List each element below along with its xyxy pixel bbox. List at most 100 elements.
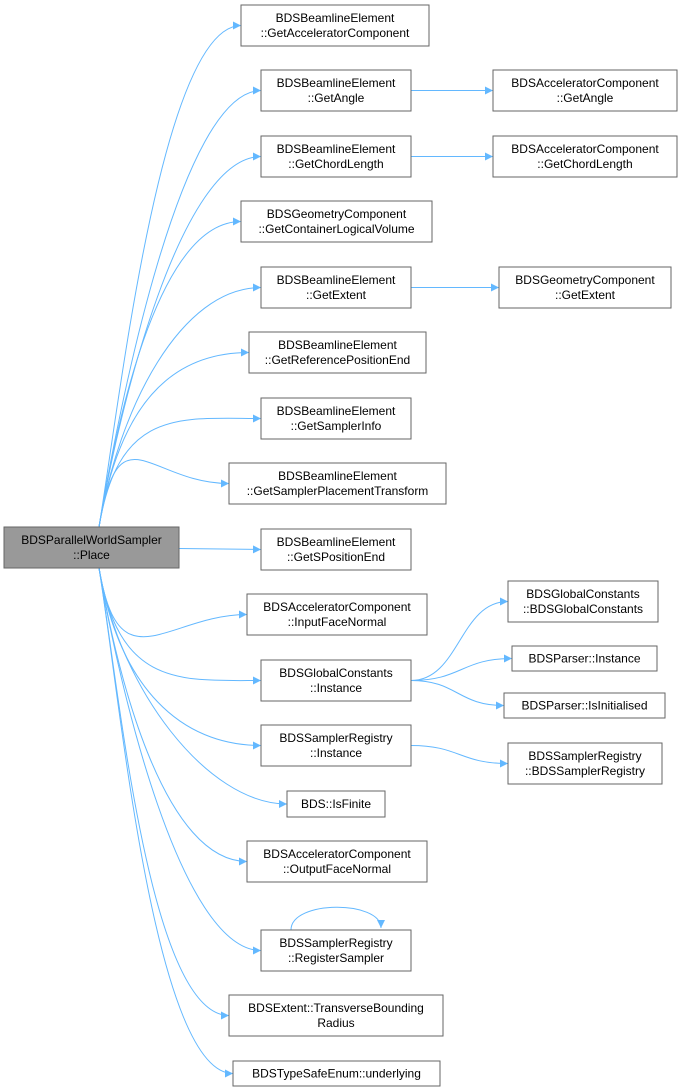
- node-label-line: ::GetExtent: [555, 288, 616, 302]
- node-n4[interactable]: BDSGeometryComponent::GetContainerLogica…: [240, 200, 433, 243]
- node-label-line: BDSExtent::TransverseBounding: [248, 1001, 424, 1015]
- node-label-line: ::GetSamplerPlacementTransform: [247, 484, 429, 498]
- node-label-line: ::Instance: [310, 681, 362, 695]
- node-n15[interactable]: BDSSamplerRegistry::RegisterSampler: [260, 929, 412, 972]
- node-label-line: BDSBeamlineElement: [277, 535, 396, 549]
- edge-root-to-n11: [98, 567, 262, 685]
- node-label-line: BDSTypeSafeEnum::underlying: [252, 1067, 421, 1081]
- node-n6[interactable]: BDSBeamlineElement::GetReferencePosition…: [248, 331, 427, 374]
- node-box: [260, 929, 412, 972]
- edge-root-to-n4: [98, 217, 242, 528]
- node-box: [286, 790, 386, 818]
- node-label-line: ::RegisterSampler: [288, 951, 384, 965]
- node-box: [248, 331, 427, 374]
- node-g1[interactable]: BDSGlobalConstants::BDSGlobalConstants: [507, 580, 659, 623]
- edge-root-to-n1: [98, 21, 242, 528]
- node-label-line: BDSBeamlineElement: [277, 404, 396, 418]
- node-n14[interactable]: BDSAcceleratorComponent::OutputFaceNorma…: [246, 840, 428, 883]
- node-label-line: ::BDSSamplerRegistry: [525, 764, 645, 778]
- edge-root-to-n14: [98, 567, 248, 866]
- node-box: [492, 135, 678, 178]
- node-label-line: BDSAcceleratorComponent: [511, 142, 659, 156]
- edge-root-to-n13: [98, 567, 288, 808]
- node-n12[interactable]: BDSSamplerRegistry::Instance: [260, 724, 412, 767]
- node-label-line: BDSParser::Instance: [528, 652, 640, 666]
- node-label-line: ::GetReferencePositionEnd: [265, 353, 410, 367]
- node-box: [498, 266, 672, 309]
- node-n2[interactable]: BDSBeamlineElement::GetAngle: [260, 69, 412, 112]
- node-label-line: ::GetAcceleratorComponent: [261, 26, 410, 40]
- edge-root-to-n2: [98, 86, 262, 528]
- node-box: [246, 840, 428, 883]
- node-box: [260, 528, 412, 571]
- node-box: [260, 724, 412, 767]
- node-box: [260, 266, 412, 309]
- node-root[interactable]: BDSParallelWorldSampler::Place: [3, 526, 180, 569]
- node-box: [240, 4, 430, 47]
- node-c3[interactable]: BDSAcceleratorComponent::GetChordLength: [492, 135, 678, 178]
- node-label-line: Radius: [317, 1016, 354, 1030]
- nodes-layer: BDSParallelWorldSampler::Place BDSBeamlin…: [3, 4, 678, 1087]
- node-box: [232, 1060, 441, 1087]
- node-label-line: ::GetContainerLogicalVolume: [258, 222, 414, 236]
- node-c5[interactable]: BDSGeometryComponent::GetExtent: [498, 266, 672, 309]
- edge-n11-to-g3: [410, 680, 505, 710]
- node-box: [503, 692, 666, 719]
- node-label-line: BDSAcceleratorComponent: [263, 847, 411, 861]
- node-box: [246, 593, 428, 636]
- node-box: [3, 526, 180, 569]
- node-n8[interactable]: BDSBeamlineElement::GetSamplerPlacementT…: [228, 462, 447, 505]
- edge-root-to-n8: [98, 459, 230, 528]
- edge-root-to-n17: [98, 567, 234, 1078]
- node-label-line: ::Place: [73, 548, 110, 562]
- edge-root-to-n6: [98, 348, 250, 528]
- node-label-line: ::GetSamplerInfo: [291, 419, 382, 433]
- node-box: [228, 994, 444, 1037]
- node-label-line: ::InputFaceNormal: [288, 615, 387, 629]
- node-n3[interactable]: BDSBeamlineElement::GetChordLength: [260, 135, 412, 178]
- node-c2[interactable]: BDSAcceleratorComponent::GetAngle: [492, 69, 678, 112]
- edge-n11-to-g2: [410, 654, 513, 681]
- node-label-line: BDSParallelWorldSampler: [21, 533, 162, 547]
- node-box: [511, 645, 658, 672]
- node-label-line: BDSGeometryComponent: [515, 273, 655, 287]
- node-n10[interactable]: BDSAcceleratorComponent::InputFaceNormal: [246, 593, 428, 636]
- node-label-line: BDSSamplerRegistry: [279, 731, 392, 745]
- edge-root-to-n9: [178, 545, 262, 554]
- node-box: [260, 135, 412, 178]
- node-n7[interactable]: BDSBeamlineElement::GetSamplerInfo: [260, 397, 412, 440]
- node-box: [492, 69, 678, 112]
- node-label-line: BDSAcceleratorComponent: [511, 76, 659, 90]
- node-label-line: ::GetChordLength: [288, 157, 383, 171]
- node-label-line: BDSGeometryComponent: [267, 207, 407, 221]
- node-label-line: ::GetSPositionEnd: [287, 550, 385, 564]
- node-label-line: ::GetAngle: [308, 91, 365, 105]
- node-n17[interactable]: BDSTypeSafeEnum::underlying: [232, 1060, 441, 1087]
- node-label-line: BDSBeamlineElement: [277, 142, 396, 156]
- node-n9[interactable]: BDSBeamlineElement::GetSPositionEnd: [260, 528, 412, 571]
- node-label-line: BDSBeamlineElement: [278, 338, 397, 352]
- node-label-line: ::GetExtent: [306, 288, 367, 302]
- node-n1[interactable]: BDSBeamlineElement::GetAcceleratorCompon…: [240, 4, 430, 47]
- node-box: [507, 742, 663, 785]
- node-n13[interactable]: BDS::IsFinite: [286, 790, 386, 818]
- node-label-line: BDSAcceleratorComponent: [263, 600, 411, 614]
- node-s1[interactable]: BDSSamplerRegistry::BDSSamplerRegistry: [507, 742, 663, 785]
- node-box: [260, 659, 412, 702]
- edge-n12-to-s1: [410, 745, 509, 768]
- node-box: [240, 200, 433, 243]
- node-label-line: BDSBeamlineElement: [277, 76, 396, 90]
- edge-n15-to-n15: [290, 906, 385, 931]
- edge-root-to-n10: [98, 567, 248, 638]
- node-box: [507, 580, 659, 623]
- node-box: [260, 69, 412, 112]
- node-label-line: ::Instance: [310, 746, 362, 760]
- node-g3[interactable]: BDSParser::IsInitialised: [503, 692, 666, 719]
- node-label-line: BDSGlobalConstants: [279, 666, 392, 680]
- node-n5[interactable]: BDSBeamlineElement::GetExtent: [260, 266, 412, 309]
- node-label-line: BDSBeamlineElement: [277, 273, 396, 287]
- node-n11[interactable]: BDSGlobalConstants::Instance: [260, 659, 412, 702]
- node-g2[interactable]: BDSParser::Instance: [511, 645, 658, 672]
